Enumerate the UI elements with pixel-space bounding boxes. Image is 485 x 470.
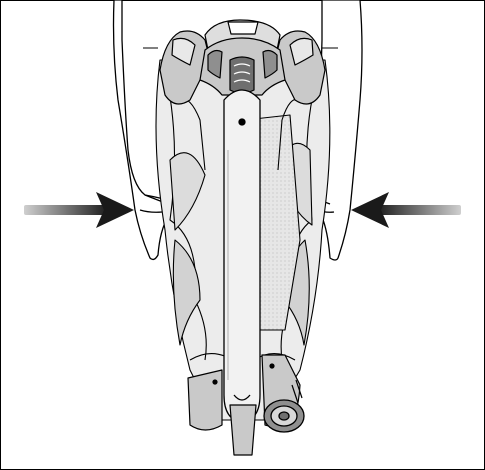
center-hub — [200, 38, 285, 95]
right-arrow — [351, 192, 461, 228]
caster-wheel — [264, 400, 304, 432]
left-arrow — [24, 192, 134, 228]
center-pole — [224, 90, 260, 422]
